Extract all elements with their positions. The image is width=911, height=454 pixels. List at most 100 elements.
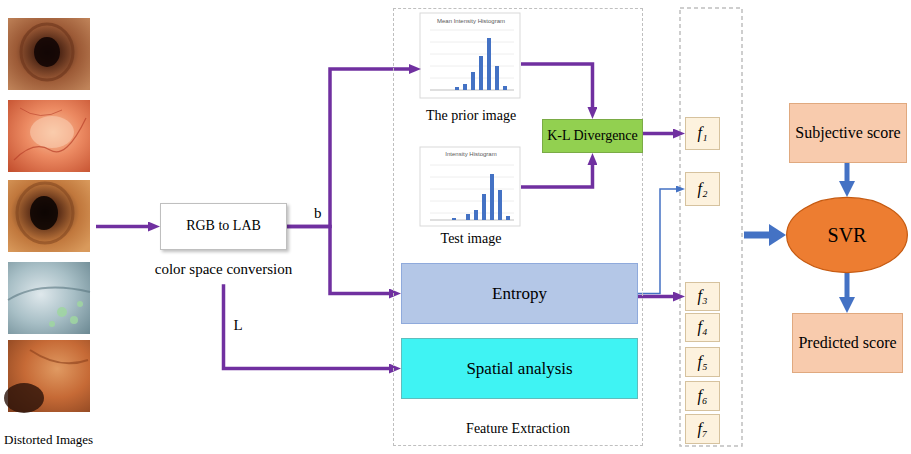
histogram-chart (420, 13, 520, 98)
endoscopy-image (8, 262, 90, 334)
box-label: Predicted score (798, 334, 896, 352)
box-label: K-L Divergence (547, 128, 638, 144)
histogram-chart (420, 13, 520, 98)
process-box: Entropy (401, 263, 638, 324)
connector-arrow (845, 273, 850, 305)
histogram-chart (455, 87, 459, 90)
histogram-chart (463, 84, 467, 90)
connector-arrow (845, 163, 850, 189)
endoscopy-image (20, 108, 62, 116)
box-label: RGB to LAB (186, 218, 261, 234)
score-box: Predicted score (792, 313, 903, 373)
endoscopy-image (4, 383, 44, 413)
connector-arrow (224, 284, 396, 368)
histogram-chart (487, 38, 491, 90)
figure-caption: Test image (441, 231, 502, 247)
process-box: RGB to LABcolor space conversion (160, 203, 287, 250)
box-caption: color space conversion (155, 261, 292, 278)
endoscopy-image (30, 196, 58, 230)
histogram-chart (430, 42, 514, 43)
chart-title: Mean Intensity Histogram (437, 18, 505, 25)
flow-arrow (769, 224, 786, 246)
feature-box: f₆ (685, 381, 720, 411)
histogram-chart (498, 190, 502, 220)
feature-label: f₂ (697, 180, 707, 198)
histogram-chart (495, 66, 499, 90)
histogram-chart (452, 218, 456, 220)
histogram-chart (420, 147, 520, 226)
histogram-chart (490, 174, 494, 220)
feature-label: f₆ (697, 387, 707, 405)
connector-arrow (521, 159, 592, 187)
connector-arrow (287, 69, 415, 227)
histogram-chart (430, 189, 514, 190)
image-stack: Distorted Images (4, 14, 96, 450)
histogram-chart (479, 56, 483, 90)
figure-caption: The prior image (426, 108, 516, 124)
endoscopy-image (21, 24, 73, 80)
ellipse-label: SVR (828, 224, 867, 247)
histogram-chart (466, 214, 470, 220)
feature-label: f₃ (697, 287, 707, 305)
histogram-chart (420, 147, 520, 226)
feature-label: f₅ (697, 353, 707, 371)
endoscopy-image (8, 180, 90, 252)
endoscopy-image (17, 183, 73, 243)
box-label: Entropy (492, 284, 547, 304)
connector-arrow (96, 225, 154, 229)
endoscopy-image (30, 116, 74, 148)
histogram-chart (452, 174, 510, 220)
endoscopy-image (8, 18, 90, 90)
edge-label: L (232, 317, 245, 334)
feature-box: f₅ (685, 347, 720, 377)
histogram-chart (430, 165, 514, 166)
histogram-chart (430, 30, 514, 78)
feature-box: f₄ (685, 313, 720, 342)
feature-label: f₄ (697, 318, 707, 336)
histogram-chart (455, 38, 507, 90)
histogram-chart (471, 72, 475, 90)
histogram-chart (503, 86, 507, 90)
endoscopy-image (34, 37, 60, 67)
endoscopy-image (8, 100, 90, 172)
endoscopy-image (4, 340, 90, 413)
histogram-chart (474, 210, 478, 220)
endoscopy-image (70, 316, 78, 324)
feature-box: f₃ (685, 282, 720, 311)
chart-title: Intensity Histogram (445, 151, 496, 158)
histogram-chart (506, 216, 510, 220)
feature-label: f₁ (697, 124, 707, 142)
panel-title: Feature Extraction (466, 421, 570, 437)
process-box: K-L Divergence (542, 119, 643, 153)
histogram-chart (430, 66, 514, 67)
endoscopy-image (77, 301, 83, 307)
flow-arrow (744, 224, 786, 246)
feature-box: f₂ (685, 172, 720, 206)
histogram-chart (430, 177, 514, 178)
endoscopy-image (30, 350, 88, 363)
histogram-figure: Intensity HistogramTest image (421, 147, 521, 247)
ellipse-shape (787, 197, 908, 272)
connector-arrow (287, 227, 395, 294)
endoscopy-image (8, 100, 90, 172)
feature-box: f₇ (685, 414, 720, 444)
score-box: Subjective score (789, 103, 906, 163)
histogram-chart (482, 194, 486, 220)
endoscopy-image (8, 18, 90, 90)
flow-arrow (744, 232, 771, 239)
feature-column-frame (680, 8, 742, 446)
histogram-figure: Mean Intensity HistogramThe prior image (421, 14, 521, 124)
stack-caption: Distorted Images (4, 433, 93, 448)
feature-label: f₇ (697, 420, 707, 438)
box-label: Spatial analysis (466, 359, 572, 379)
histogram-chart (430, 30, 514, 31)
endoscopy-image (14, 118, 86, 160)
connector-arrow (638, 295, 679, 299)
feature-box: f₁ (685, 117, 720, 150)
endoscopy-image (49, 321, 55, 327)
process-box: Spatial analysis (401, 338, 638, 399)
box-label: Subjective score (795, 124, 900, 142)
endoscopy-image (57, 307, 67, 317)
connector-arrow (643, 132, 679, 136)
